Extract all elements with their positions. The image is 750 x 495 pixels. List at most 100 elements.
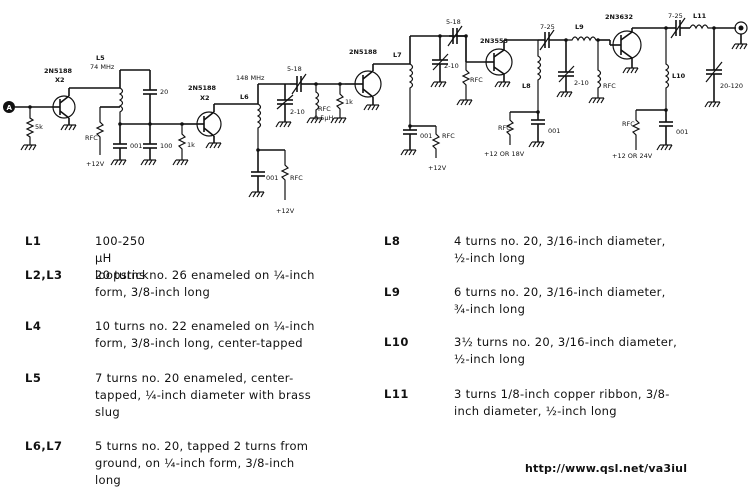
coil-name: L4 bbox=[25, 319, 42, 333]
ground-symbol bbox=[20, 144, 37, 151]
supply-q3: +12V bbox=[428, 164, 447, 172]
svg-text:RFC: RFC bbox=[442, 132, 455, 140]
coil-desc: 6 turns no. 20, 3/16-inch diameter,¾-inc… bbox=[454, 285, 666, 316]
source-url: http://www.qsl.net/va3iul bbox=[525, 462, 688, 475]
supply-q4: +12 OR 18V bbox=[484, 150, 525, 158]
inductor-l5: L5 74 MHz bbox=[90, 54, 150, 124]
coil-desc: 100-250 μH loopstick bbox=[95, 234, 149, 282]
q1-type: 2N5188 bbox=[44, 67, 73, 75]
coil-name: L1 bbox=[25, 234, 42, 248]
l6-freq: 148 MHz bbox=[236, 74, 265, 82]
coil-desc: 7 turns no. 20 enameled, center-tapped, … bbox=[95, 371, 311, 419]
svg-text:001: 001 bbox=[420, 132, 432, 140]
ground-symbol bbox=[656, 144, 673, 151]
ground-symbol bbox=[275, 121, 292, 128]
svg-text:20: 20 bbox=[160, 88, 168, 96]
inductor-l7: L7 bbox=[393, 36, 414, 126]
transmitter-schematic: A 5k 2N5188 X2 L5 74 MHz RFC +12V 001 bbox=[3, 12, 748, 215]
transistor-q1: 2N5188 X2 bbox=[44, 67, 76, 125]
q2-type: 2N5188 bbox=[188, 84, 217, 92]
svg-text:20-120: 20-120 bbox=[720, 82, 743, 90]
transistor-q4: 2N3553 bbox=[480, 37, 513, 82]
svg-text:2-10: 2-10 bbox=[574, 79, 589, 87]
ground-symbol bbox=[110, 159, 127, 166]
ground-symbol bbox=[363, 104, 380, 111]
ground-symbol bbox=[556, 91, 573, 98]
svg-text:2-10: 2-10 bbox=[444, 62, 459, 70]
l5-label: L5 bbox=[96, 54, 105, 62]
ground-symbol bbox=[588, 97, 605, 104]
q4-type: 2N3553 bbox=[480, 37, 508, 45]
l11-label: L11 bbox=[693, 12, 707, 20]
ground-symbol bbox=[248, 191, 265, 198]
svg-text:0.5μH: 0.5μH bbox=[314, 114, 333, 122]
coil-desc: 3 turns 1/8-inch copper ribbon, 3/8-inch… bbox=[454, 387, 670, 418]
svg-text:7-25: 7-25 bbox=[668, 12, 683, 20]
svg-text:RFC: RFC bbox=[470, 76, 483, 84]
supply-q1: +12V bbox=[86, 160, 105, 168]
l7-label: L7 bbox=[393, 51, 402, 59]
inductor-l6: L6 148 MHz bbox=[236, 74, 265, 150]
supply-q5: +12 OR 24V bbox=[612, 152, 653, 160]
ground-symbol bbox=[528, 141, 545, 148]
svg-text:RFC: RFC bbox=[290, 174, 303, 182]
ground-symbol bbox=[704, 101, 721, 108]
ground-symbol bbox=[400, 149, 417, 156]
output-connector bbox=[731, 21, 748, 50]
svg-text:7-25: 7-25 bbox=[540, 23, 555, 31]
inductor-l9: L9 bbox=[566, 23, 600, 42]
coil-name: L11 bbox=[384, 387, 409, 401]
svg-text:RFC: RFC bbox=[85, 134, 98, 142]
svg-text:5-18: 5-18 bbox=[446, 18, 461, 26]
coil-name: L9 bbox=[384, 285, 401, 299]
svg-text:001: 001 bbox=[676, 128, 688, 136]
svg-text:001: 001 bbox=[266, 174, 278, 182]
svg-text:1k: 1k bbox=[187, 141, 195, 149]
svg-text:100: 100 bbox=[160, 142, 172, 150]
inductor-l8: L8 bbox=[522, 40, 542, 116]
coil-desc: 3½ turns no. 20, 3/16-inch diameter,½-in… bbox=[454, 335, 678, 366]
ground-symbol bbox=[622, 67, 639, 74]
ground-symbol bbox=[430, 81, 447, 88]
svg-text:001: 001 bbox=[130, 142, 142, 150]
coil-name: L8 bbox=[384, 234, 401, 248]
svg-text:RFC: RFC bbox=[622, 120, 635, 128]
input-label: A bbox=[7, 104, 13, 112]
ground-symbol bbox=[330, 117, 347, 124]
svg-text:2-10: 2-10 bbox=[290, 108, 305, 116]
ground-symbol bbox=[494, 81, 511, 88]
q5-type: 2N3632 bbox=[605, 13, 633, 21]
coil-name: L10 bbox=[384, 335, 409, 349]
ground-symbol bbox=[456, 99, 473, 106]
input-terminal: A 5k bbox=[3, 101, 52, 151]
ground-symbol bbox=[140, 159, 157, 166]
svg-text:1k: 1k bbox=[345, 98, 353, 106]
ground-symbol bbox=[205, 142, 222, 149]
inductor-l10: L10 bbox=[664, 28, 686, 110]
supply-q2: +12V bbox=[276, 207, 295, 215]
svg-text:RFC: RFC bbox=[318, 105, 331, 113]
inductor-l11: L11 bbox=[689, 12, 714, 30]
coil-desc: 4 turns no. 20, 3/16-inch diameter,½-inc… bbox=[454, 234, 666, 265]
coil-name: L2,L3 bbox=[25, 268, 63, 282]
transistor-q3: 2N5188 bbox=[349, 48, 382, 105]
svg-text:5-18: 5-18 bbox=[287, 65, 302, 73]
r-in-label: 5k bbox=[35, 123, 43, 131]
q1-tag: X2 bbox=[55, 76, 65, 84]
l10-label: L10 bbox=[672, 72, 686, 80]
l8-label: L8 bbox=[522, 82, 531, 90]
svg-text:001: 001 bbox=[548, 127, 560, 135]
l5-freq: 74 MHz bbox=[90, 63, 115, 71]
coil-name: L5 bbox=[25, 371, 42, 385]
q3-type: 2N5188 bbox=[349, 48, 378, 56]
ground-symbol bbox=[306, 117, 323, 124]
l9-label: L9 bbox=[575, 23, 584, 31]
ground-symbol bbox=[172, 159, 189, 166]
transistor-q2: 2N5188 X2 bbox=[188, 84, 222, 143]
svg-text:RFC: RFC bbox=[498, 124, 511, 132]
ground-symbol bbox=[60, 124, 77, 131]
l6-label: L6 bbox=[240, 93, 249, 101]
